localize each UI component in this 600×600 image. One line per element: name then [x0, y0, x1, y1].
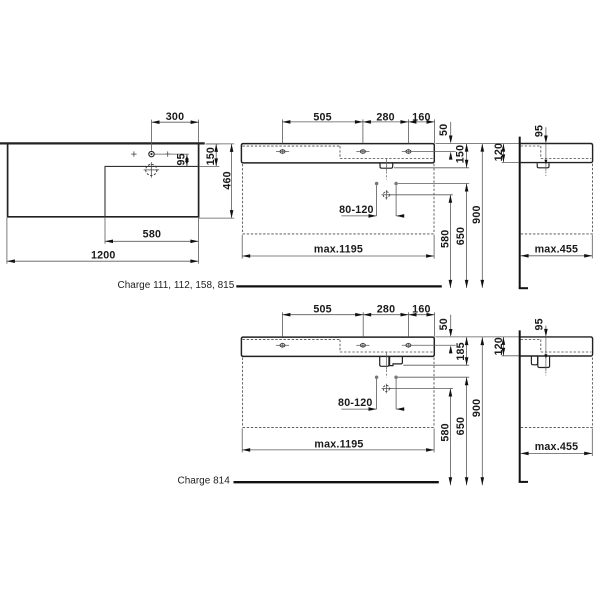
svg-text:150: 150: [205, 147, 217, 165]
svg-text:95: 95: [176, 153, 188, 165]
svg-text:185: 185: [455, 342, 467, 360]
svg-text:50: 50: [438, 124, 450, 136]
svg-text:160: 160: [412, 111, 430, 123]
svg-text:Charge 814: Charge 814: [178, 475, 231, 486]
svg-text:460: 460: [221, 171, 233, 189]
svg-text:580: 580: [439, 230, 451, 248]
svg-text:1200: 1200: [91, 250, 116, 262]
svg-text:max.455: max.455: [535, 244, 579, 256]
svg-text:580: 580: [440, 423, 452, 441]
svg-text:900: 900: [471, 205, 483, 223]
svg-text:150: 150: [454, 145, 466, 163]
svg-text:280: 280: [376, 111, 394, 123]
svg-text:580: 580: [143, 228, 161, 240]
svg-text:505: 505: [313, 111, 331, 123]
svg-text:650: 650: [455, 227, 467, 245]
svg-text:95: 95: [534, 318, 546, 330]
svg-text:80-120: 80-120: [339, 204, 373, 216]
svg-text:max.1195: max.1195: [314, 244, 363, 256]
svg-text:160: 160: [412, 304, 430, 316]
svg-text:120: 120: [493, 143, 505, 161]
svg-text:max.1195: max.1195: [314, 439, 363, 451]
svg-text:505: 505: [313, 304, 331, 316]
svg-text:650: 650: [455, 417, 467, 435]
svg-text:max.455: max.455: [535, 441, 579, 453]
svg-text:900: 900: [471, 399, 483, 417]
svg-text:120: 120: [493, 337, 505, 355]
svg-text:80-120: 80-120: [338, 397, 372, 409]
svg-text:Charge 111, 112, 158, 815: Charge 111, 112, 158, 815: [118, 280, 235, 291]
svg-text:280: 280: [377, 304, 395, 316]
svg-text:50: 50: [438, 318, 450, 330]
svg-text:95: 95: [533, 125, 545, 137]
svg-text:300: 300: [166, 111, 184, 123]
